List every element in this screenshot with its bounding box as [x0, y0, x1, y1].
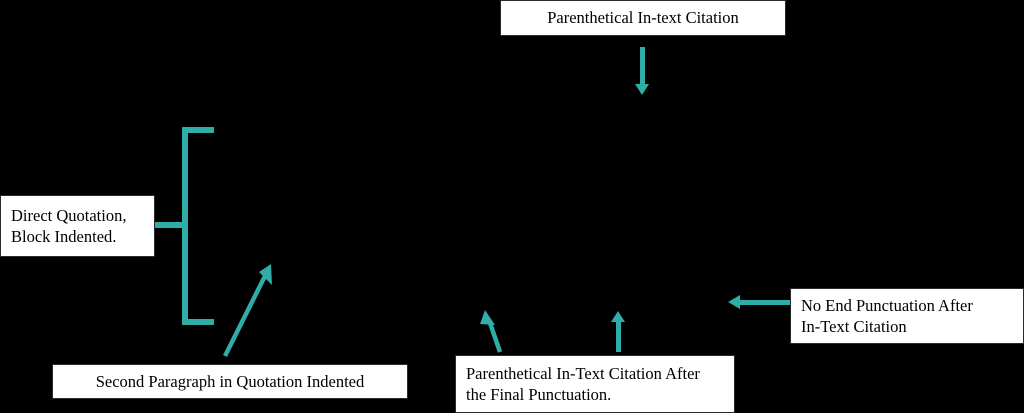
callout-no-end-punctuation-after-in-text-citation: No End Punctuation After In-Text Citatio…: [790, 288, 1024, 344]
arrow-down-head-icon: [635, 84, 649, 95]
bracket-arm-top-icon: [182, 127, 214, 133]
callout-text-line-2: Block Indented.: [11, 227, 117, 246]
arrow-down-icon: [640, 47, 645, 87]
arrow-up-head-icon: [611, 311, 625, 322]
callout-text-line-2: the Final Punctuation.: [466, 385, 612, 404]
bracket-arm-bottom-icon: [182, 319, 214, 325]
bracket-stem-icon: [155, 222, 188, 228]
arrow-diagonal-up-right-icon: [222, 264, 272, 358]
callout-text-line-1: Direct Quotation,: [11, 205, 127, 225]
callout-direct-quotation-block-indented: Direct Quotation, Block Indented.: [0, 195, 155, 257]
callout-second-paragraph-in-quotation-indented: Second Paragraph in Quotation Indented: [52, 364, 408, 399]
arrow-left-head-icon: [728, 295, 740, 309]
arrow-left-icon: [740, 300, 790, 305]
callout-text-line-1: Parenthetical In-Text Citation After: [466, 363, 700, 383]
callout-text: Second Paragraph in Quotation Indented: [95, 371, 365, 391]
callout-parenthetical-in-text-citation: Parenthetical In-text Citation: [500, 0, 786, 36]
callout-text-line-2: In-Text Citation: [801, 317, 907, 336]
callout-text-line-1: No End Punctuation After: [801, 295, 973, 315]
arrow-up-left-slanted-icon: [480, 310, 503, 353]
callout-text: Parenthetical In-text Citation: [547, 8, 739, 28]
arrow-up-icon: [616, 320, 621, 352]
callout-parenthetical-citation-after-final-punctuation: Parenthetical In-Text Citation After the…: [455, 355, 735, 413]
